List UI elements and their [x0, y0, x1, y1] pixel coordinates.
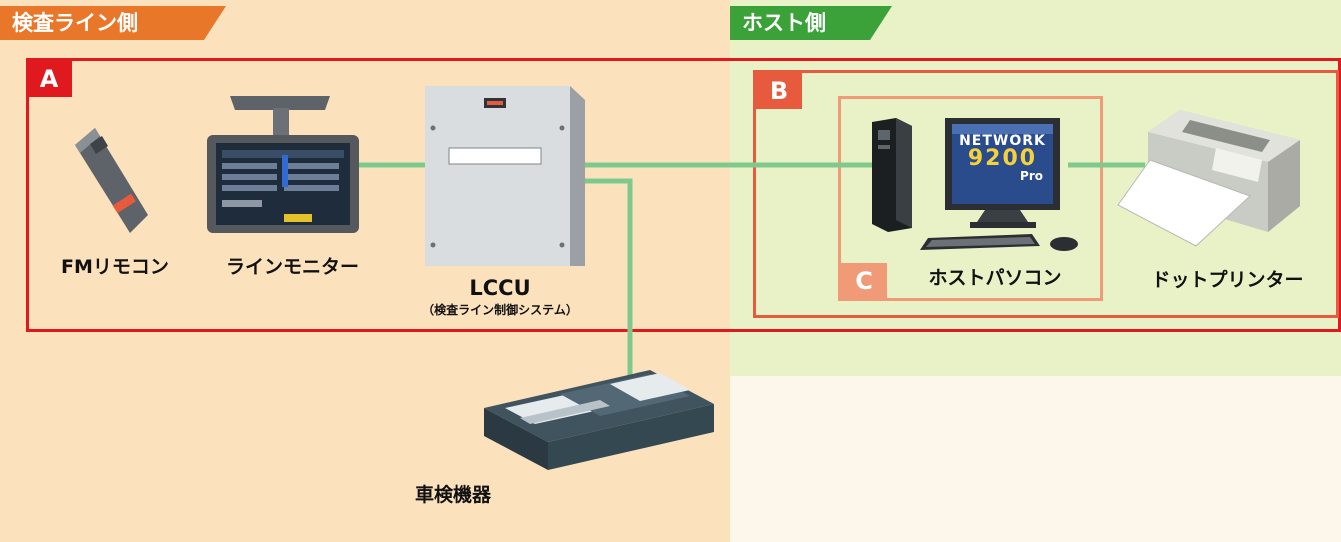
group-b-label: B [756, 73, 802, 109]
screen-brand-network: NETWORK [959, 133, 1046, 149]
inspection-equipment-caption: 車検機器 [414, 484, 491, 506]
connection-lines [358, 162, 1145, 385]
pc-monitor-icon [945, 118, 1060, 228]
lccu-caption: LCCU [469, 276, 531, 300]
lccu-cabinet-icon [425, 86, 585, 266]
host-pc-caption: ホストパソコン [928, 267, 1062, 289]
lccu-equipment-link [584, 178, 633, 385]
group-c-label: C [841, 263, 887, 299]
keyboard-icon [920, 234, 1040, 250]
line-monitor-icon [207, 96, 359, 233]
screen-brand: NETWORK 9200 Pro [952, 134, 1053, 182]
dot-printer-caption: ドットプリンター [1151, 269, 1304, 291]
dot-printer-icon [1117, 110, 1300, 247]
line-monitor-caption: ラインモニター [225, 256, 359, 278]
inspection-equipment-icon [484, 370, 714, 470]
group-b-frame [753, 70, 1339, 318]
screen-brand-pro: Pro [1020, 169, 1043, 183]
mouse-icon [1050, 237, 1078, 251]
screen-brand-number: 9200 [967, 146, 1038, 171]
host-side-tab: ホスト側 [730, 6, 892, 40]
fm-remote-caption: FMリモコン [61, 256, 169, 278]
group-c-frame [838, 96, 1103, 301]
pc-tower-icon [872, 118, 912, 232]
group-a-label: A [26, 61, 72, 97]
lccu-subcaption: （検査ライン制御システム） [422, 303, 578, 317]
fm-remote-icon [75, 128, 148, 233]
group-a-frame [26, 58, 1341, 332]
inspection-side-tab: 検査ライン側 [0, 6, 226, 40]
